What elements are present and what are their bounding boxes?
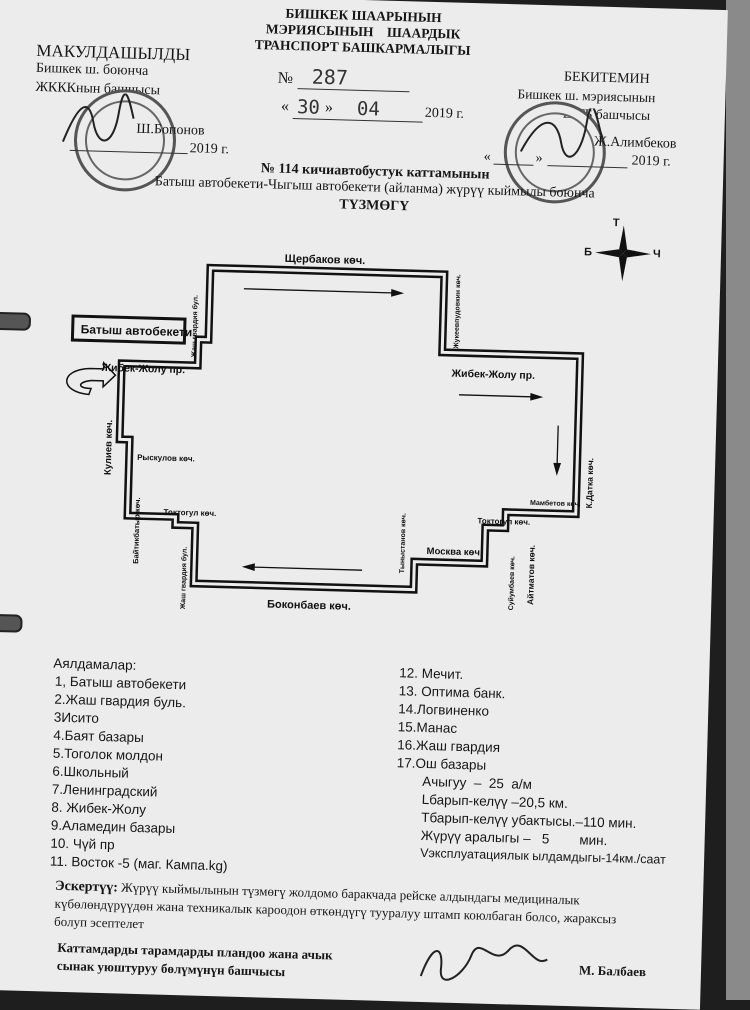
approval-right-name: Ж.Алимбеков <box>593 134 677 152</box>
street-ryskulov: Рыскулов көч. <box>137 453 195 464</box>
street-kdatka: К.Датка көч. <box>584 458 595 509</box>
street-toktogul-right: Токтогул көч. <box>477 516 530 526</box>
u-turn-arrow <box>66 361 117 396</box>
arrow-south <box>556 425 559 464</box>
street-zhukeev: Жукеевпудовкин көч. <box>453 274 462 350</box>
route-path <box>115 263 585 594</box>
note-label: Эскертүү: <box>54 878 119 896</box>
street-toktogul-left: Токтогул көч. <box>163 508 216 518</box>
document-page: БИШКЕК ШААРЫНЫН МЭРИЯСЫНЫН ШААРДЫК ТРАНС… <box>0 0 728 1010</box>
arrow-east-2-head <box>530 392 544 401</box>
footer-name: М. Балбаев <box>578 962 647 980</box>
signature-right <box>519 106 604 158</box>
stop-item: 12. Мечит. <box>399 665 464 683</box>
approval-right-date-open: « <box>483 149 491 165</box>
arrow-east <box>243 288 392 294</box>
approval-left-year: 2019 г. <box>189 141 230 158</box>
street-baitik: Байтикбатыр көч. <box>131 497 142 564</box>
street-zhash-bottom: Жаш гвардия бул. <box>179 547 189 611</box>
stop-item: 11. Восток -5 (маг. Кампа.kg) <box>49 853 228 874</box>
doc-date-quote-close: » <box>324 98 334 117</box>
binder-ring-top <box>0 311 32 331</box>
doc-date-quote-open: « <box>280 97 290 115</box>
stop-item: 15.Манас <box>397 719 458 736</box>
doc-date-day: 30 <box>296 96 321 119</box>
stops-heading: Аялдамалар: <box>53 655 137 673</box>
param-distance: Lбарып-келүү –20,5 км. <box>421 791 569 812</box>
street-zhibek-right: Жибек-Жолу пр. <box>450 368 535 382</box>
stop-item: 7.Ленинградский <box>51 781 158 800</box>
note-line-3: болуп эсептелет <box>53 913 145 932</box>
stop-item: 10. Чүй пр <box>50 835 115 853</box>
signature-left <box>62 93 135 143</box>
param-speed: Vэксплуатациялык ылдамдыгы-14км./саат <box>420 845 667 867</box>
approval-right-date-close: » <box>535 150 543 167</box>
stop-item: 13. Оптима банк. <box>398 683 506 702</box>
direction-arrows <box>241 288 562 572</box>
street-zhash-top: Жаш гвардия бул. <box>190 295 200 359</box>
street-tynystanov: Тыныстанов көч. <box>399 513 408 573</box>
stop-item: 2.Жаш гвардия буль. <box>54 691 187 711</box>
stop-item: 9.Аламедин базары <box>50 817 176 837</box>
route-map: Батыш автобекети Щербаков көч. Боконбаев… <box>66 253 595 613</box>
signature-footer <box>419 944 548 981</box>
stop-item: 1, Батыш автобекети <box>54 673 187 693</box>
terminal-label: Батыш автобекети <box>81 322 193 339</box>
stop-item: 17.Ош базары <box>396 755 487 773</box>
street-moskva: Москва көч. <box>426 546 482 559</box>
compass-north: Т <box>612 217 620 230</box>
stop-item: 5.Тоголок молдон <box>52 745 164 764</box>
param-interval: Жүрүү аралыгы – 5 мин. <box>420 827 608 849</box>
doc-number-line <box>297 88 410 93</box>
approval-left-line-1: Бишкек ш. боюнча <box>35 60 149 80</box>
doc-number-value: 287 <box>311 64 349 90</box>
binder-ring-bottom <box>0 612 23 633</box>
stop-item: 4.Баят базары <box>53 727 145 746</box>
approval-left-name: Ш.Бопонов <box>136 121 205 139</box>
street-aitmatov: Айтматов көч. <box>525 545 537 605</box>
stop-item: 8. Жибек-Жолу <box>51 799 147 818</box>
doc-date-year: 2019 г. <box>424 105 465 122</box>
street-suyumbaev: Суйумбаев көч. <box>507 556 517 611</box>
doc-number-label: № <box>277 69 294 88</box>
street-bottom: Боконбаев көч. <box>267 599 351 613</box>
arrow-east-2 <box>458 394 532 398</box>
arrow-west-head <box>241 563 255 572</box>
arrow-east-head <box>391 289 405 297</box>
page-edge <box>726 0 750 1000</box>
street-top: Щербаков көч. <box>285 253 366 267</box>
street-kulev: Кулиев көч. <box>103 420 116 476</box>
doc-date-month: 04 <box>356 97 381 121</box>
stop-item: 3Исито <box>53 709 100 726</box>
street-zhibek-left: Жибек-Жолу пр. <box>100 362 185 376</box>
param-vehicles: Ачыгуу – 25 а/м <box>421 773 533 792</box>
approval-right-year: 2019 г. <box>631 153 671 170</box>
stop-item: 6.Школьный <box>52 763 130 781</box>
param-round-trip-time: Тбарып-келүү убактысы.–110 мин. <box>420 809 637 831</box>
street-mambetov: Мамбетов көч. <box>530 499 581 508</box>
terminal-box <box>70 314 187 345</box>
stop-item: 16.Жаш гвардия <box>397 737 501 756</box>
stop-item: 14.Логвиненко <box>398 701 490 719</box>
arrow-south-head <box>553 462 562 476</box>
compass-rose <box>595 225 652 282</box>
approval-right-title: БЕКИТЕМИН <box>563 69 650 88</box>
arrow-west <box>254 566 363 571</box>
